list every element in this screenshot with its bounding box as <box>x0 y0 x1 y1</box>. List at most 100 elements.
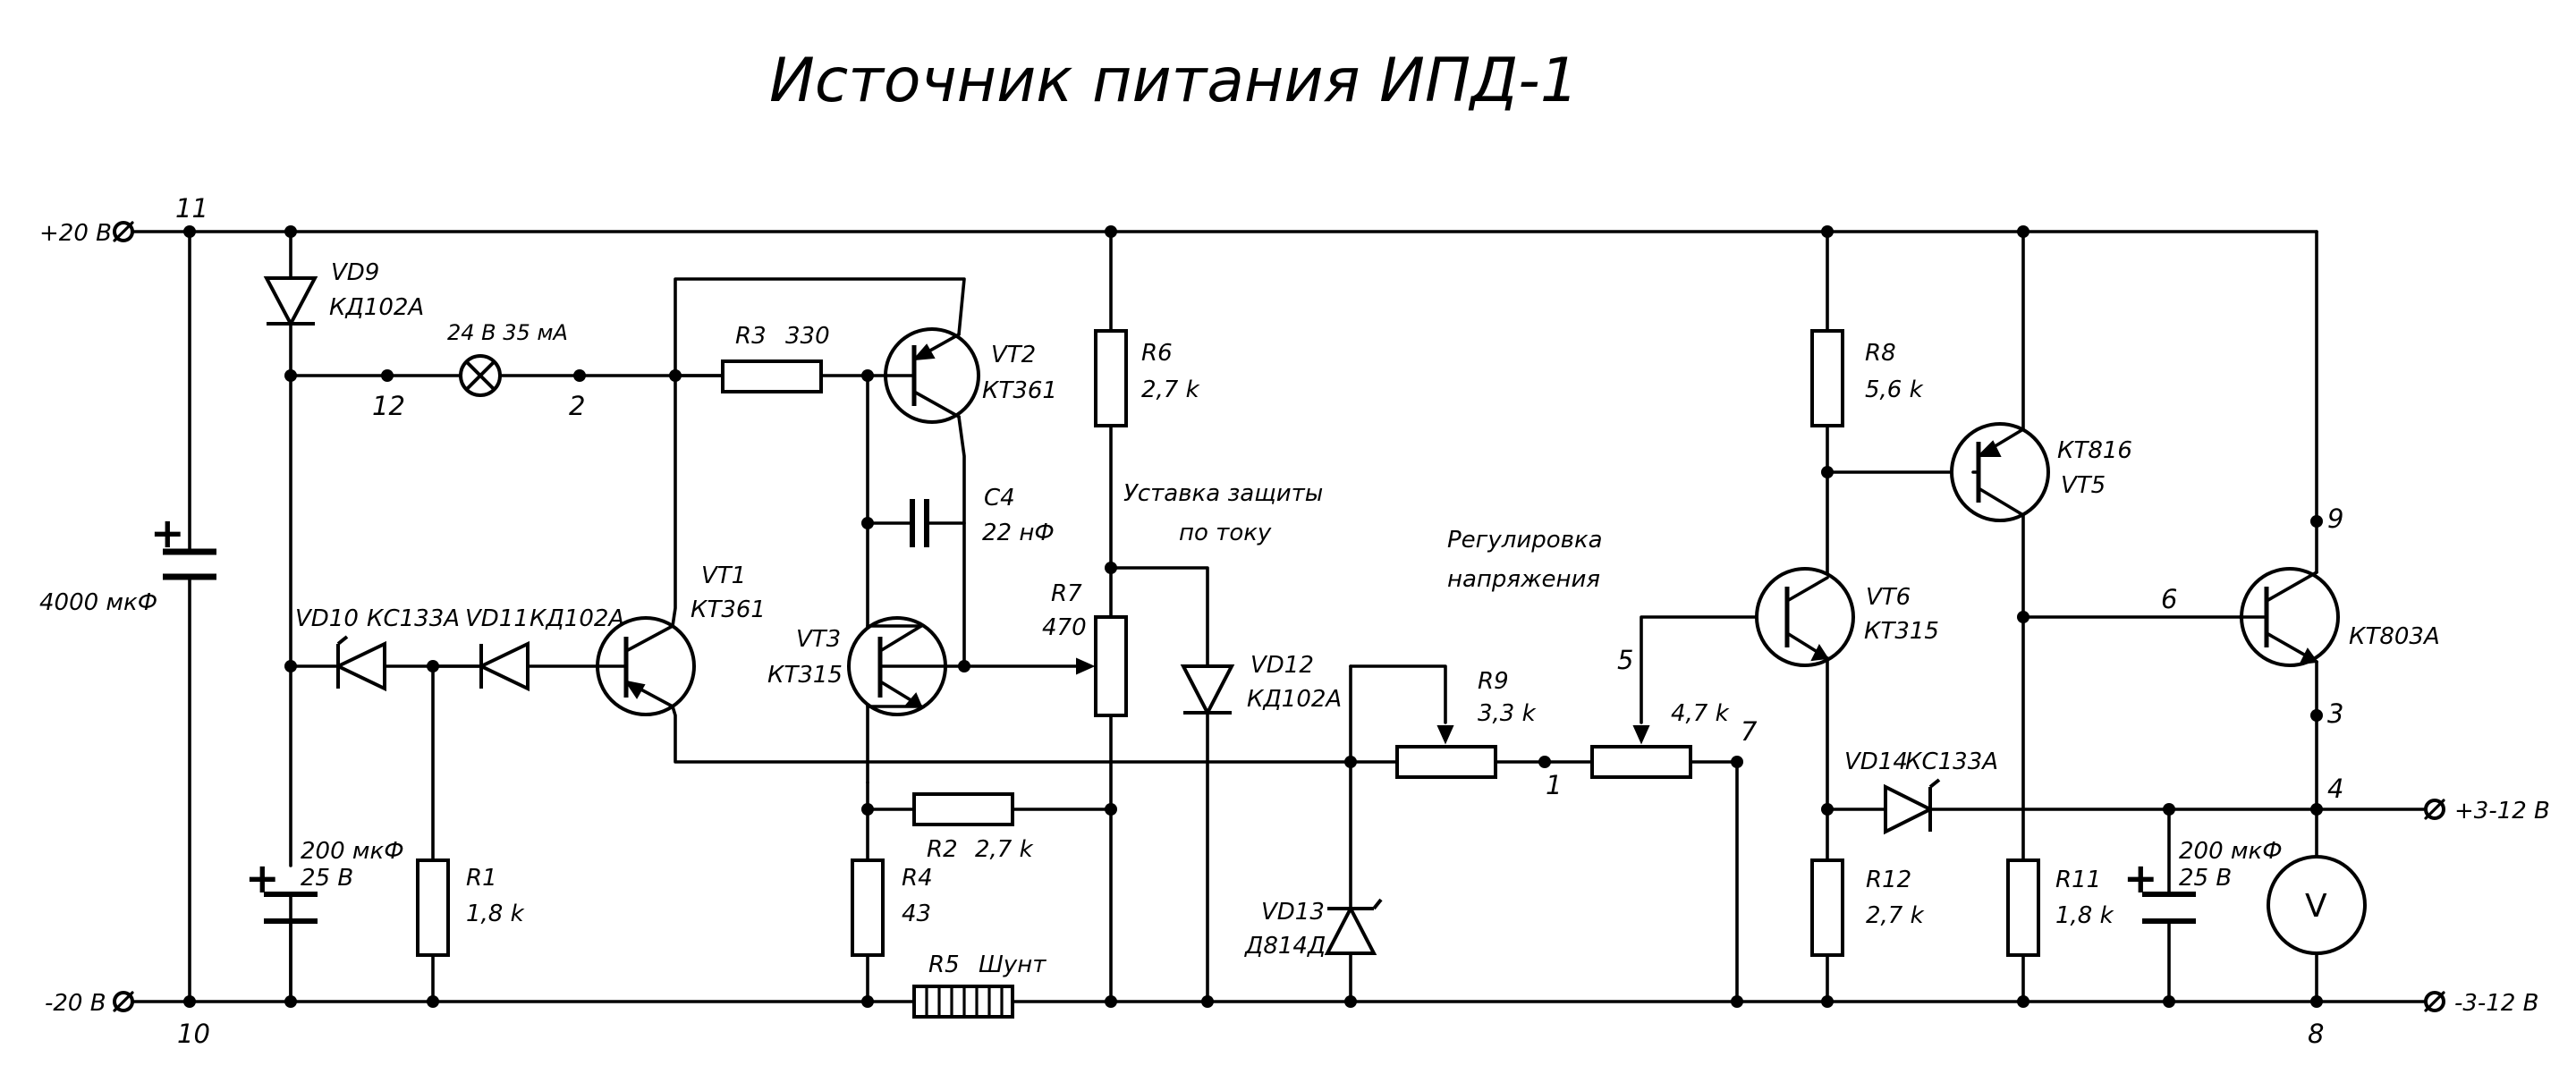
annotation-voltage-adjust-line2: напряжения <box>1447 566 1600 593</box>
diagram-title: Источник питания ИПД-1 <box>769 46 1579 116</box>
transistor-vt6 <box>1755 567 1855 862</box>
voltmeter-symbol: V <box>2305 888 2327 925</box>
vt2-type: КТ361 <box>982 377 1057 404</box>
junction-dots <box>183 225 2323 1008</box>
vd10-type: КС133А <box>367 605 460 632</box>
vt3-type: КТ315 <box>767 662 843 689</box>
r6-ref: R6 <box>1141 340 1173 367</box>
node-label-6: 6 <box>2161 584 2177 614</box>
potentiometer-r7 <box>962 615 1128 1003</box>
resistor-r6 <box>1094 230 1128 619</box>
capacitor-c-out <box>2142 808 2196 1003</box>
potentiometer-r9 <box>1349 664 1594 779</box>
zener-vd14 <box>1826 778 2428 835</box>
resistor-r8 <box>1810 230 1844 583</box>
r5-ref: R5 <box>928 951 960 978</box>
resistor-r12 <box>1810 858 1844 1003</box>
zener-vd10 <box>334 635 483 692</box>
vt6-ref: VT6 <box>1866 584 1911 611</box>
vt3-ref: VT3 <box>796 626 841 653</box>
vd14-ref: VD14 <box>1844 748 1908 775</box>
capacitor-c4 <box>866 374 966 784</box>
resistor-r4 <box>851 781 885 1003</box>
c4-value: 22 нФ <box>982 520 1055 546</box>
terminal-minus-out-label: -3-12 В <box>2454 990 2539 1017</box>
r8-value: 5,6 k <box>1865 376 1924 403</box>
resistor-r1 <box>416 664 450 1003</box>
r2-ref: R2 <box>927 836 958 863</box>
node-label-4: 4 <box>2327 774 2343 804</box>
r12-value: 2,7 k <box>1866 902 1925 929</box>
r1-ref: R1 <box>466 865 497 892</box>
transistor-vt3 <box>847 616 966 716</box>
vd10-ref: VD10 <box>295 605 359 632</box>
vd11-type: КД102А <box>530 605 624 632</box>
capacitor-main-plus-sign: + <box>150 509 185 557</box>
node-label-9: 9 <box>2327 503 2343 534</box>
terminal-minus-out <box>2424 991 2445 1012</box>
diode-vd9 <box>263 230 318 377</box>
vt2-ref: VT2 <box>991 342 1036 368</box>
r1-value: 1,8 k <box>466 901 525 927</box>
annotation-voltage-adjust-line1: Регулировка <box>1447 527 1603 554</box>
r8-ref: R8 <box>1865 340 1896 367</box>
resistor-r2 <box>866 792 1113 826</box>
c-low-plus-sign: + <box>245 854 280 902</box>
vt-out-type: КТ803А <box>2349 623 2440 650</box>
r4-value: 43 <box>902 901 931 927</box>
terminal-minus-in <box>113 991 134 1012</box>
r7-ref: R7 <box>1051 580 1082 607</box>
vd11-ref: VD11 <box>465 605 529 632</box>
vd12-type: КД102А <box>1247 686 1342 713</box>
vt5-type: КТ816 <box>2057 437 2132 464</box>
terminal-plus-out-label: +3-12 В <box>2454 798 2550 825</box>
r4-ref: R4 <box>902 865 933 892</box>
node-label-3: 3 <box>2327 698 2343 729</box>
node-label-10: 10 <box>177 1019 210 1049</box>
vd13-ref: VD13 <box>1261 899 1325 926</box>
vd9-ref: VD9 <box>331 259 379 286</box>
node-label-2: 2 <box>569 391 585 421</box>
diode-vd12 <box>1109 566 1235 1003</box>
vd12-ref: VD12 <box>1250 652 1314 679</box>
vd14-type: КС133А <box>1905 748 1998 775</box>
transistor-vt1 <box>596 374 1352 764</box>
node-label-11: 11 <box>175 193 208 224</box>
c-out-plus-sign: + <box>2123 854 2158 902</box>
terminal-minus-in-label: -20 В <box>45 990 106 1017</box>
r11-ref: R11 <box>2055 867 2101 893</box>
zener-vd13 <box>1324 664 1383 1003</box>
terminal-plus-in-label: +20 В <box>39 220 112 247</box>
transistor-vt5 <box>1826 230 2050 862</box>
resistor-r3 <box>675 359 869 393</box>
vt1-type: КТ361 <box>691 596 766 623</box>
capacitor-main <box>163 230 216 1003</box>
r3-value: 330 <box>785 323 830 350</box>
r9-ref: R9 <box>1478 668 1509 695</box>
voltmeter <box>2267 808 2367 1003</box>
vd13-type: Д814Д <box>1244 933 1326 960</box>
resistor-r11 <box>2006 858 2040 1003</box>
node-label-8: 8 <box>2308 1019 2324 1049</box>
r6-value: 2,7 k <box>1141 376 1200 403</box>
terminal-plus-out <box>2424 799 2445 820</box>
r3-ref: R3 <box>735 323 767 350</box>
c4-ref: C4 <box>984 485 1015 512</box>
vt1-ref: VT1 <box>701 562 746 589</box>
transistor-vt-out <box>2021 230 2340 811</box>
node-label-1: 1 <box>1546 770 1562 800</box>
vd9-type: КД102А <box>329 294 424 321</box>
transistor-vt2 <box>674 277 980 668</box>
c-low-voltage: 25 В <box>301 865 353 892</box>
annotation-current-protection-line2: по току <box>1179 520 1272 546</box>
r9-value: 3,3 k <box>1478 700 1537 727</box>
shunt-r5 <box>912 985 1014 1019</box>
c-out-value: 200 мкФ <box>2179 838 2283 865</box>
node-label-12: 12 <box>372 391 405 421</box>
capacitor-c-low <box>264 892 318 1003</box>
node-label-7: 7 <box>1741 716 1758 747</box>
lamp-label: 24 В 35 мА <box>447 320 568 345</box>
r2-value: 2,7 k <box>975 836 1034 863</box>
vt5-ref: VT5 <box>2061 472 2106 499</box>
